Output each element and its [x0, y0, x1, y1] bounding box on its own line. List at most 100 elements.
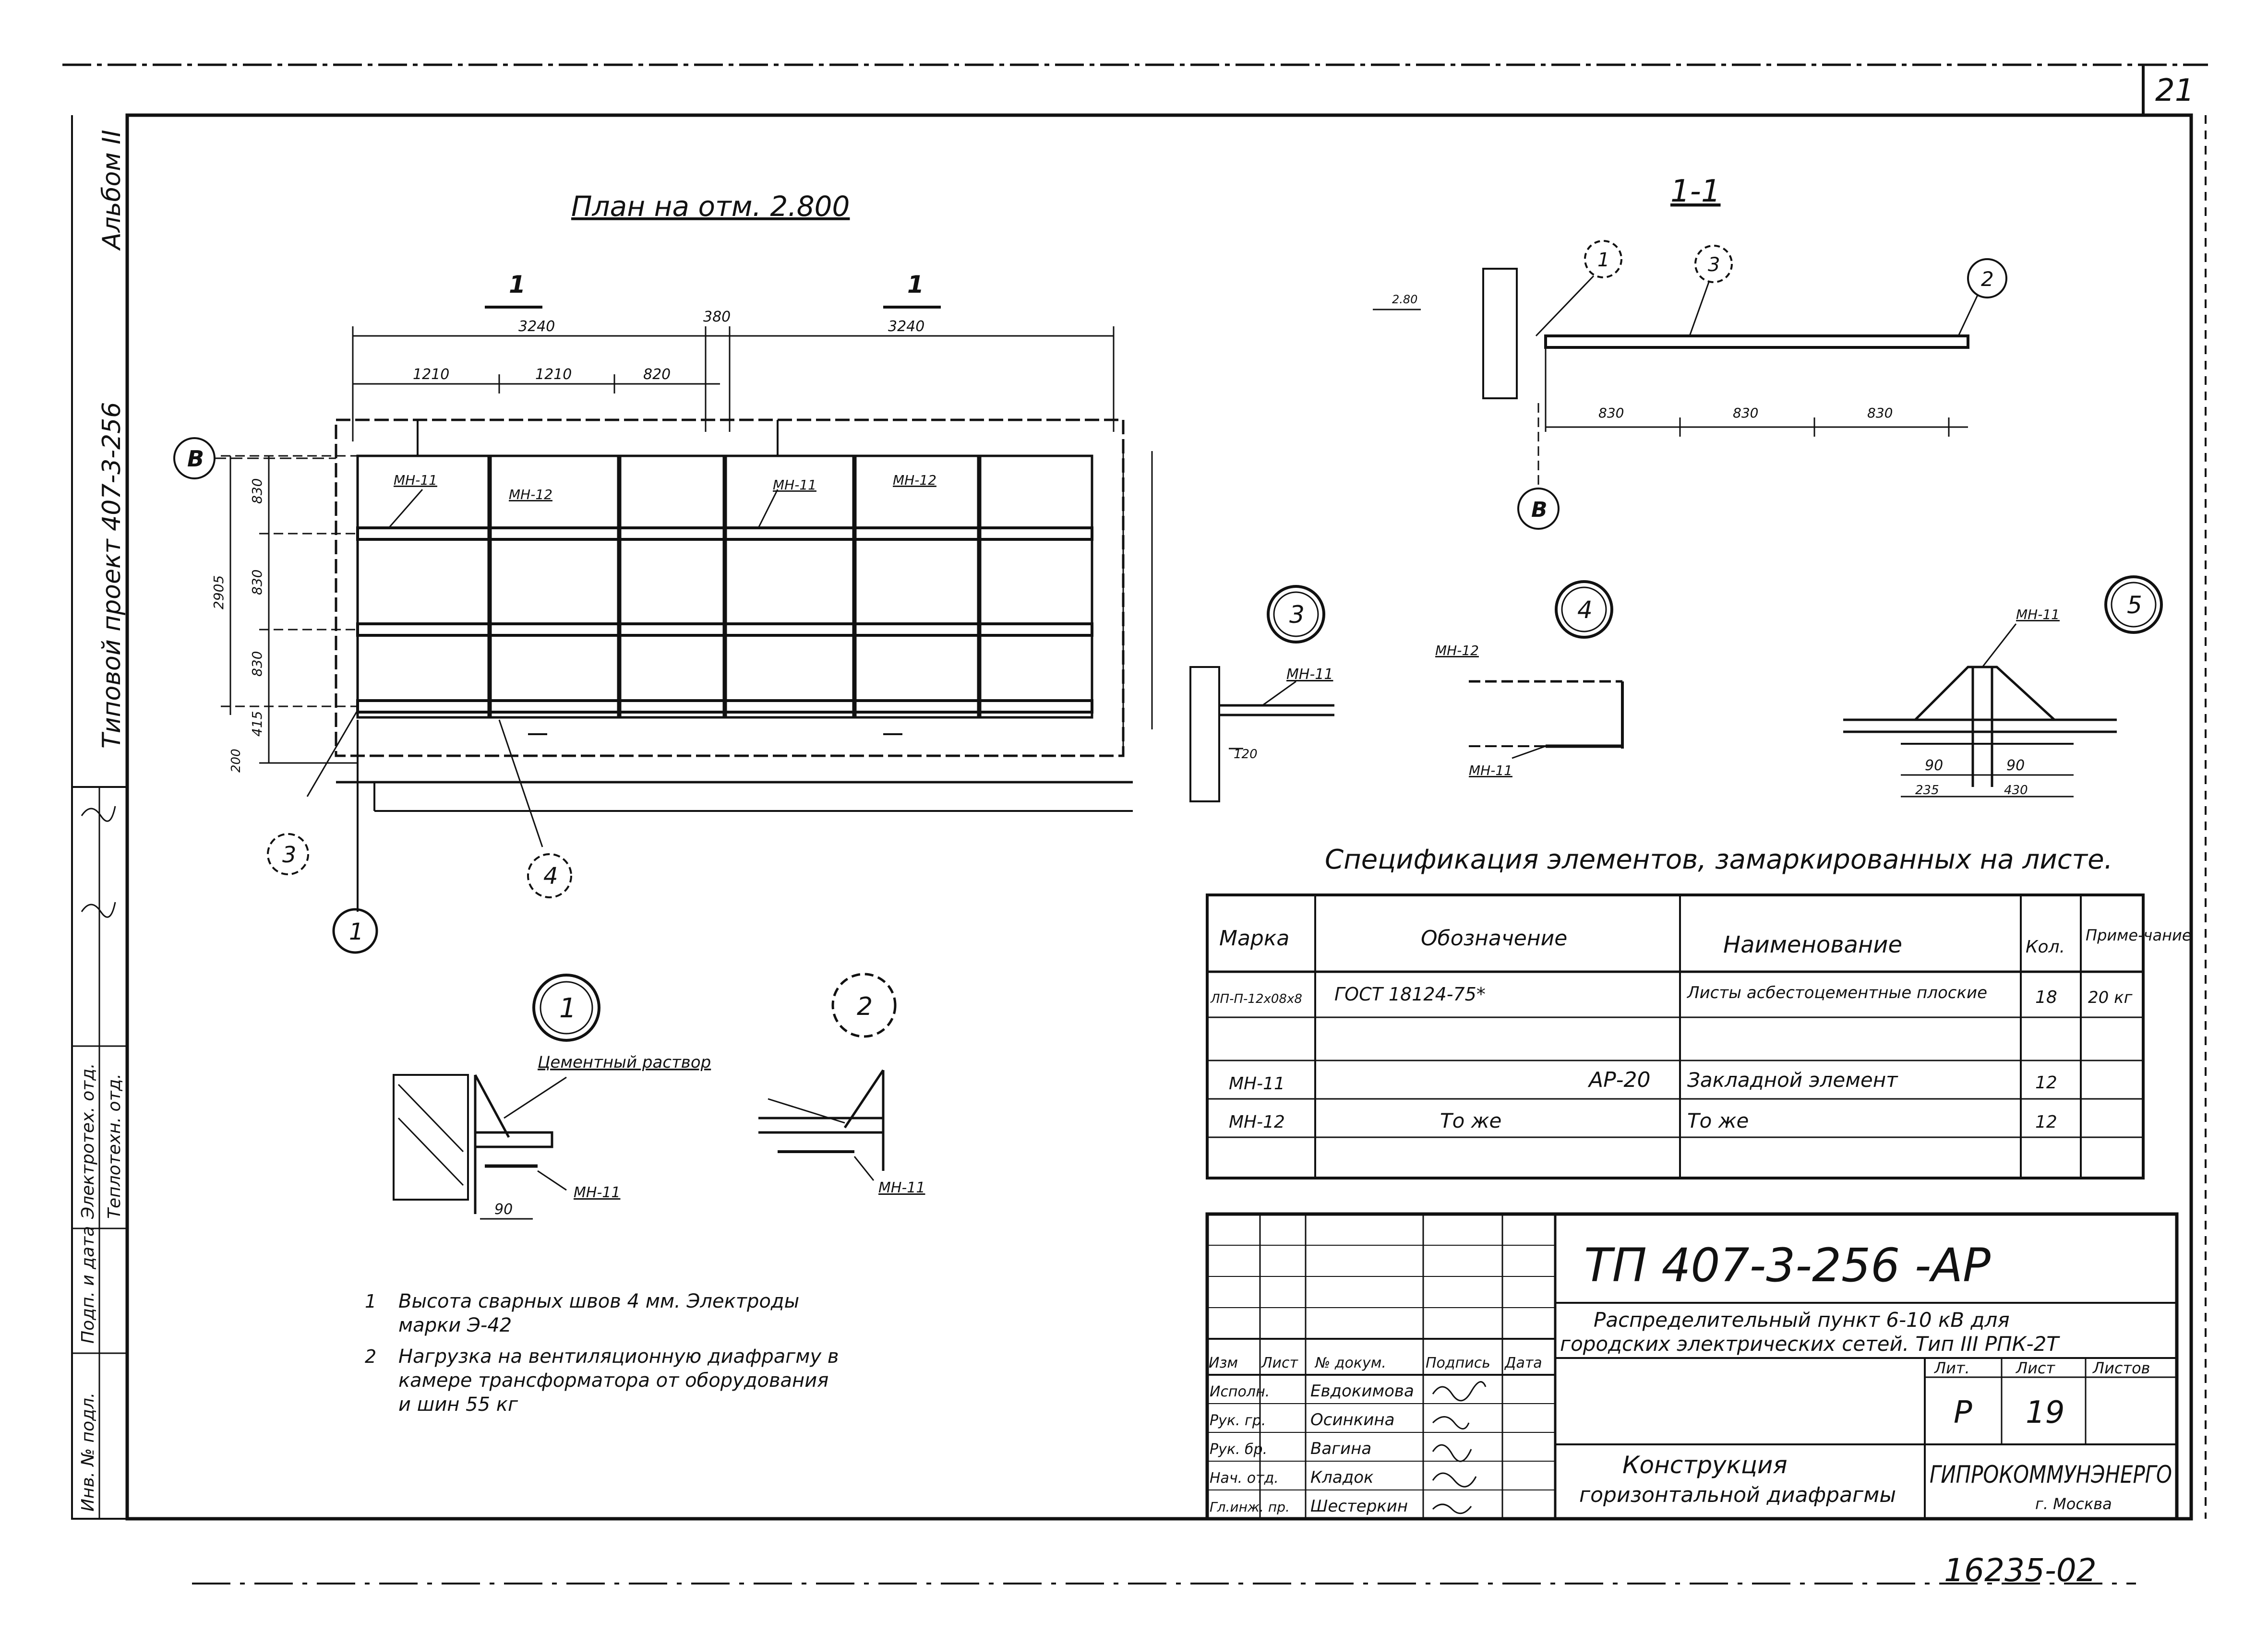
title-role: Исполн. — [1210, 1383, 1270, 1400]
plan-callout-number: 4 — [543, 863, 558, 890]
title-col-header: Подпись — [1426, 1355, 1490, 1371]
section-axis-label: В — [1531, 498, 1548, 522]
plan-callout-number: 1 — [349, 918, 364, 945]
title-col-header: Дата — [1504, 1355, 1542, 1371]
spec-cell-designation: ГОСТ 18124-75* — [1334, 984, 1486, 1005]
spec-cell-qty: 12 — [2035, 1073, 2057, 1093]
spec-cell-mark: МН-12 — [1229, 1112, 1285, 1132]
title-col-header: № докум. — [1314, 1355, 1386, 1371]
side-stamp-line: Инв. № подл. — [78, 1393, 98, 1512]
node-4 — [1469, 580, 1624, 759]
album-label: Альбом II — [97, 130, 126, 251]
node-dim: 90 — [494, 1201, 513, 1218]
node-label: МН-11 — [1286, 666, 1333, 683]
node-2 — [758, 973, 897, 1181]
plan-axis-label: В — [187, 446, 204, 472]
spec-cell-qty: 12 — [2035, 1112, 2057, 1132]
spec-cell-designation: АР-20 — [1587, 1068, 1651, 1092]
plan-label-mn: МН-12 — [509, 487, 552, 502]
plan-callout-number: 3 — [282, 842, 296, 868]
title-city: г. Москва — [2035, 1495, 2112, 1513]
plan-dim: 1210 — [413, 366, 449, 383]
title-role: Гл.инж. пр. — [1210, 1499, 1290, 1515]
title-block — [1205, 1212, 2179, 1521]
section-callout-number: 3 — [1708, 254, 1720, 276]
node-dim: 90 — [1925, 757, 1943, 774]
note-line: Нагрузка на вентиляционную диафрагму в — [398, 1346, 839, 1368]
node-5 — [1843, 575, 2163, 798]
title-lit-header: Лит. — [1934, 1359, 1970, 1377]
spec-table — [1206, 893, 2145, 1179]
plan-section-mark: 1 — [509, 271, 526, 298]
plan-dim: 830 — [249, 651, 265, 677]
plan-axis-bubble — [173, 437, 336, 479]
side-stamp-line: Электротех. отд. — [78, 1063, 98, 1219]
node-note: Цементный раствор — [538, 1053, 711, 1072]
spec-title: Спецификация элементов, замаркированных … — [1325, 844, 2112, 875]
title-role: Нач. отд. — [1210, 1470, 1279, 1487]
node-note-text: Цементный раствор — [538, 1053, 711, 1072]
section-1-1-view — [1373, 240, 2007, 530]
title-col-header: Лист — [1261, 1355, 1299, 1371]
node-dim: 90 — [2006, 757, 2025, 774]
sheet-frame — [62, 63, 2208, 1584]
node-3 — [1189, 585, 1334, 802]
spec-cell-note: 20 кг — [2088, 988, 2133, 1007]
spec-header: Обозначение — [1421, 926, 1567, 951]
node-label: МН-11 — [2016, 607, 2060, 622]
title-sheet-name: горизонтальной диафрагмы — [1579, 1483, 1896, 1507]
side-stamp-line: Теплотехн. отд. — [105, 1073, 124, 1219]
spec-header: Наименование — [1723, 931, 1902, 958]
title-sheet-no: 19 — [2026, 1395, 2064, 1430]
spec-cell-name: Листы асбестоцементные плоские — [1686, 983, 1987, 1002]
plan-callout-bubbles — [267, 833, 572, 954]
section-dim: 830 — [1598, 405, 1624, 421]
section-level: 2.80 — [1392, 293, 1417, 306]
title-role: Рук. бр. — [1210, 1441, 1267, 1458]
node-label: МН-11 — [574, 1184, 620, 1201]
plan-view — [221, 306, 1153, 912]
node-number: 1 — [559, 993, 576, 1024]
node-number: 2 — [857, 992, 873, 1021]
node-dim: 430 — [2004, 783, 2028, 798]
plan-dim: 415 — [249, 711, 265, 737]
plan-title: План на отм. 2.800 — [571, 190, 850, 223]
node-dim: 235 — [1915, 783, 1939, 798]
title-person: Евдокимова — [1310, 1382, 1414, 1401]
title-person: Шестеркин — [1310, 1497, 1408, 1516]
archive-number: 16235-02 — [1944, 1552, 2097, 1589]
title-role: Рук. гр. — [1210, 1412, 1266, 1429]
project-label: Типовой проект 407-3-256 — [97, 402, 126, 749]
section-title: 1-1 — [1670, 174, 1721, 209]
title-code: ТП 407-3-256 -АР — [1584, 1239, 1991, 1292]
node-number: 3 — [1289, 601, 1305, 629]
node-label: МН-12 — [1435, 643, 1479, 658]
spec-header: Приме-чание — [2086, 926, 2191, 944]
title-lit-header: Листов — [2092, 1359, 2150, 1377]
spec-cell-name: Закладной элемент — [1687, 1068, 1898, 1092]
section-dim: 830 — [1733, 405, 1758, 421]
spec-cell-qty: 18 — [2035, 988, 2057, 1007]
plan-label-mn: МН-11 — [394, 472, 437, 488]
plan-dim: 3240 — [518, 318, 555, 335]
plan-section-mark: 1 — [907, 271, 924, 298]
title-object-line: городских электрических сетей. Тип III Р… — [1560, 1332, 2060, 1356]
title-col-header: Изм — [1209, 1355, 1238, 1371]
title-person: Вагина — [1310, 1439, 1371, 1458]
section-dim: 830 — [1867, 405, 1893, 421]
plan-dim: 830 — [249, 570, 265, 595]
note-line: и шин 55 кг — [398, 1394, 518, 1416]
note-number: 1 — [365, 1291, 376, 1312]
title-lit: Р — [1954, 1395, 1972, 1430]
title-org: ГИПРОКОММУНЭНЕРГО — [1930, 1461, 2172, 1489]
plan-dim: 830 — [249, 478, 265, 504]
note-line: камере трансформатора от оборудования — [398, 1370, 828, 1392]
section-callout-number: 2 — [1981, 267, 1994, 291]
node-label: МН-11 — [1469, 762, 1512, 778]
node-number: 5 — [2127, 591, 2142, 619]
node-number: 4 — [1577, 596, 1593, 624]
plan-dim: 200 — [229, 749, 243, 773]
note-number: 2 — [365, 1346, 376, 1367]
node-1 — [393, 974, 600, 1220]
title-sheet-name: Конструкция — [1622, 1451, 1788, 1479]
